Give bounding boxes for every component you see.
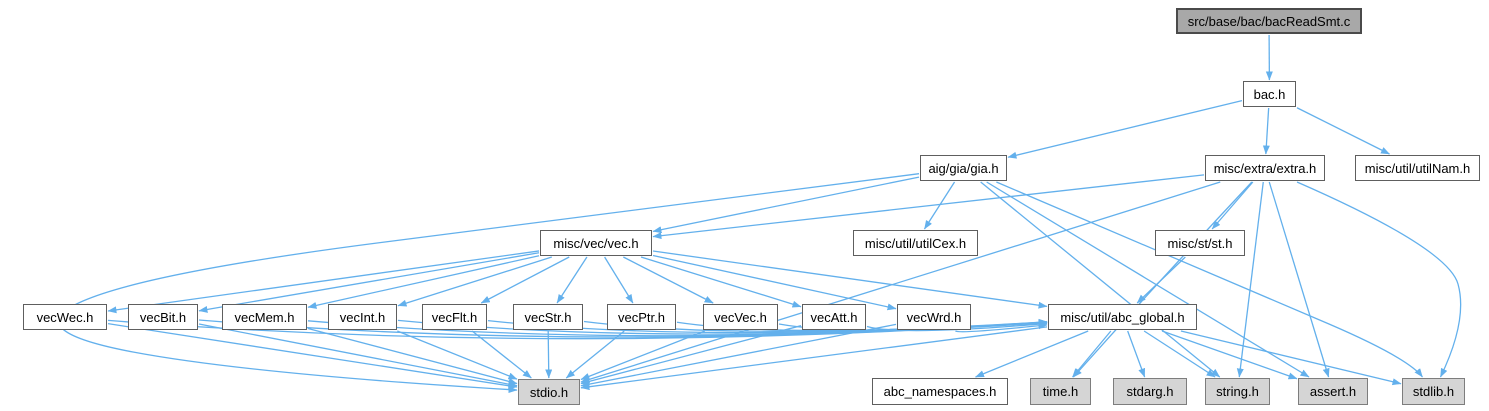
node-misc-util-utilnam-h[interactable]: misc/util/utilNam.h (1355, 155, 1480, 181)
node-misc-vec-vec-h[interactable]: misc/vec/vec.h (540, 230, 652, 256)
node-time-h: time.h (1030, 378, 1091, 405)
node-stdlib-h: stdlib.h (1402, 378, 1465, 405)
node-vecvec-h[interactable]: vecVec.h (703, 304, 778, 330)
node-string-h: string.h (1205, 378, 1270, 405)
node-assert-h: assert.h (1298, 378, 1368, 405)
node-aig-gia-gia-h[interactable]: aig/gia/gia.h (920, 155, 1007, 181)
node-vecatt-h[interactable]: vecAtt.h (802, 304, 866, 330)
node-vecflt-h[interactable]: vecFlt.h (422, 304, 487, 330)
node-stdio-h: stdio.h (518, 379, 580, 405)
node-misc-util-utilcex-h[interactable]: misc/util/utilCex.h (853, 230, 978, 256)
node-misc-st-st-h[interactable]: misc/st/st.h (1155, 230, 1245, 256)
node-vecmem-h[interactable]: vecMem.h (222, 304, 307, 330)
node-src-base-bac-bacreadsmt-c: src/base/bac/bacReadSmt.c (1176, 8, 1362, 34)
node-bac-h[interactable]: bac.h (1243, 81, 1296, 107)
node-vecwec-h[interactable]: vecWec.h (23, 304, 107, 330)
node-vecstr-h[interactable]: vecStr.h (513, 304, 583, 330)
node-misc-extra-extra-h[interactable]: misc/extra/extra.h (1205, 155, 1325, 181)
node-vecptr-h[interactable]: vecPtr.h (607, 304, 676, 330)
node-vecbit-h[interactable]: vecBit.h (128, 304, 198, 330)
node-misc-util-abc-global-h[interactable]: misc/util/abc_global.h (1048, 304, 1197, 330)
node-vecwrd-h[interactable]: vecWrd.h (897, 304, 971, 330)
node-abc-namespaces-h[interactable]: abc_namespaces.h (872, 378, 1008, 405)
node-vecint-h[interactable]: vecInt.h (328, 304, 397, 330)
node-stdarg-h: stdarg.h (1113, 378, 1187, 405)
